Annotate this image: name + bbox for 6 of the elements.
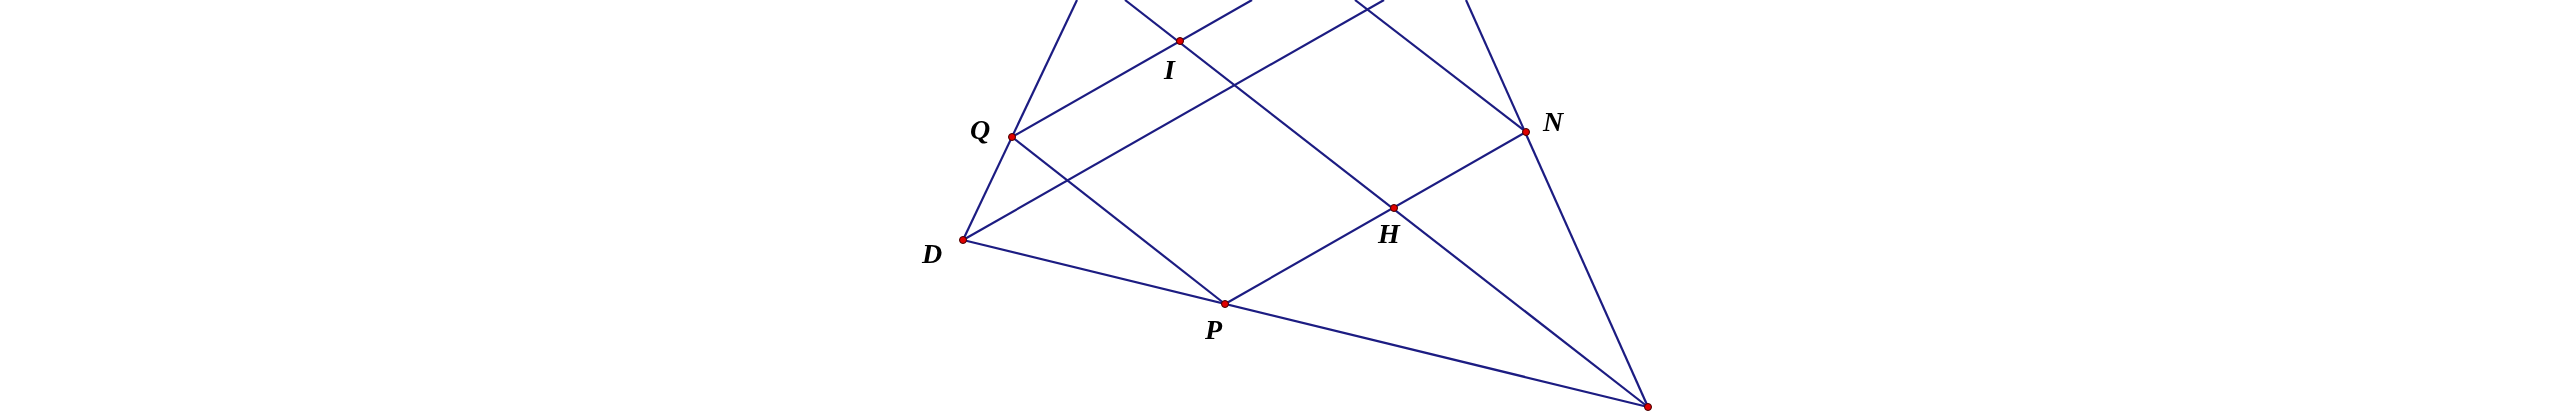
point-label: D	[922, 240, 943, 268]
point-label: H	[1378, 220, 1400, 248]
point-label: P	[1205, 316, 1223, 344]
point-label: Q	[970, 116, 991, 144]
point-label: I	[1164, 56, 1175, 84]
point-label: N	[1543, 108, 1564, 136]
